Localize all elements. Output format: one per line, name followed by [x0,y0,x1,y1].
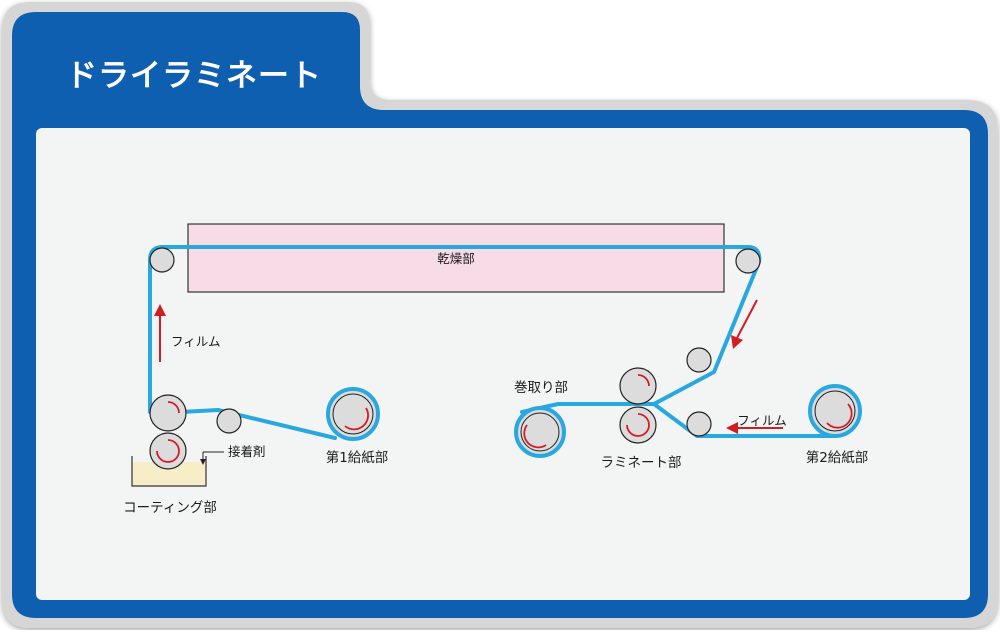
diagram-panel [36,128,970,600]
drying-label: 乾燥部 [437,251,475,266]
guide-roller-right-low [686,411,712,437]
coating-roller-lower [149,432,187,470]
feed1-label: 第1給紙部 [326,449,389,466]
drying-section [187,223,725,293]
red-arrow-icon [731,299,758,349]
film-label-left: フィルム [171,334,221,349]
feed2-reel [808,384,862,438]
coating-roller-upper [149,394,187,432]
guide-roller-top-left [149,247,175,273]
page-title: ドライラミネート [66,58,322,94]
feed1-reel [326,387,380,441]
red-arrow-icon [726,422,783,434]
red-arrow-icon [154,304,166,362]
laminate-label: ラミネート部 [601,455,682,471]
winding-reel [514,406,566,458]
adhesive-pointer [200,451,224,465]
winding-label: 巻取り部 [514,380,568,396]
laminate-roller-upper [619,367,657,405]
guide-roller-left [216,408,242,434]
coating-label: コーティング部 [123,500,217,516]
coating-tray-outline [131,456,207,487]
feed2-label: 第2給紙部 [806,449,869,466]
adhesive-label: 接着剤 [228,444,266,459]
film-label-right: フィルム [737,413,787,428]
laminate-roller-lower [619,406,657,444]
guide-roller-right-mid [686,347,712,373]
rotation-arrow-icon [156,374,853,463]
guide-roller-top-right [735,248,761,274]
